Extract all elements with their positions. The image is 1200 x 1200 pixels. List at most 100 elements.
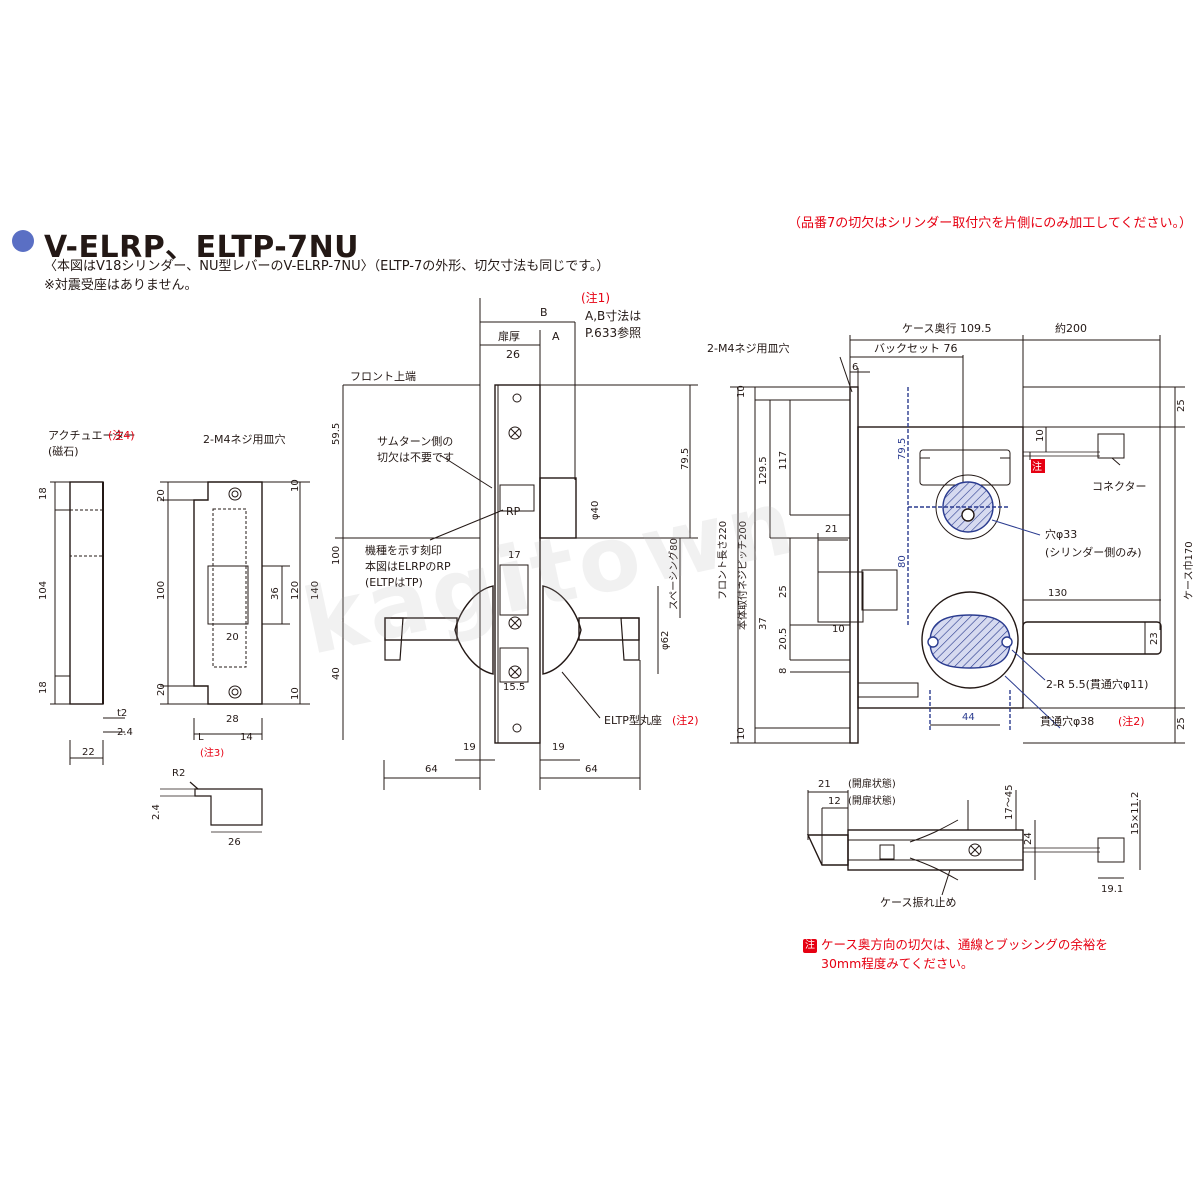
footnote-line2: 30mm程度みてください。	[821, 956, 974, 971]
front-top-label: フロント上端	[350, 370, 416, 383]
case-front-length: フロント長さ220	[717, 521, 729, 600]
top-right-note: （品番7の切欠はシリンダー取付穴を片側にのみ加工してください。）	[788, 216, 1192, 231]
case-dim-25-right-b: 25	[1176, 717, 1187, 730]
case-bottom-view	[806, 790, 1141, 896]
front-dim-140: 140	[310, 581, 321, 600]
case-backset: バックセット 76	[874, 342, 958, 355]
case-dim-20-5: 20.5	[778, 628, 789, 650]
eltp-note: (注2)	[672, 713, 699, 727]
case-dim-10b: 10	[736, 727, 747, 740]
footnote: 注ケース奥方向の切欠は、通線とブッシングの余裕を 30mm程度みてください。	[803, 935, 1108, 973]
case-dim-129-5: 129.5	[758, 456, 769, 485]
model-note-line1: 機種を示す刻印	[365, 543, 442, 557]
strike-dim-104: 104	[38, 581, 49, 600]
stamp-rp: RP	[506, 505, 521, 518]
lip-r2: R2	[172, 768, 185, 779]
case-dim-10a: 10	[736, 385, 747, 398]
case-dim-6: 6	[852, 362, 858, 373]
r55-label: 2-R 5.5(貫通穴φ11)	[1046, 677, 1148, 691]
case-dim-23: 23	[1149, 632, 1160, 645]
connector-label: コネクター	[1092, 480, 1147, 493]
lip-dim-26: 26	[228, 837, 241, 848]
side-dim-range: 17〜45	[1004, 785, 1015, 820]
note1-line2: A,B寸法は	[585, 309, 641, 323]
case-depth: ケース奥行 109.5	[902, 321, 991, 335]
front-dim-phi62: φ62	[660, 631, 671, 650]
front-dim-64b: 64	[585, 764, 598, 775]
case-dim-25: 25	[778, 585, 789, 598]
thumb-note-line2: 切欠は不要です	[377, 450, 454, 464]
plate-dim-14: 14	[240, 732, 253, 743]
hole38-label: 貫通穴φ38	[1040, 714, 1094, 728]
strike-dim-18b: 18	[38, 681, 49, 694]
plate-dim-100: 100	[156, 581, 167, 600]
header: V-ELRP、ELTP-7NU 〈本図はV18シリンダー、NU型レバーのV-EL…	[0, 0, 1200, 300]
hole33-note: (シリンダー側のみ)	[1045, 545, 1142, 559]
plate-m4-label: 2-M4ネジ用皿穴	[203, 432, 285, 446]
plate-dim-120: 120	[290, 581, 301, 600]
side-dim-21: 21	[818, 779, 831, 790]
case-dim-79-5: 79.5	[897, 438, 908, 460]
dim-26: 26	[506, 348, 520, 361]
side-dim-15x11-2: 15×11.2	[1130, 792, 1141, 835]
front-dim-40: 40	[331, 667, 342, 680]
model-note-line3: (ELTPはTP)	[365, 576, 423, 589]
case-dim-117: 117	[778, 451, 789, 470]
plate-dim-10a: 10	[290, 479, 301, 492]
cylinder-hole	[907, 387, 1041, 625]
front-dim-15-5: 15.5	[503, 682, 525, 693]
note-no-seismic: ※対震受座はありません。	[44, 278, 198, 293]
footnote-mark: 注	[803, 938, 817, 953]
footnote-line1: ケース奥方向の切欠は、通線とブッシングの余裕を	[821, 937, 1108, 952]
lock-front-view	[335, 298, 698, 790]
front-dim-19a: 19	[463, 742, 476, 753]
strike-dim-18a: 18	[38, 487, 49, 500]
front-dim-17: 17	[508, 550, 521, 561]
hole33-label: 穴φ33	[1045, 527, 1077, 541]
strike-dim-2-4: 2.4	[117, 727, 133, 738]
strike-dim-t2: t2	[117, 708, 127, 719]
page-title: V-ELRP、ELTP-7NU	[44, 230, 360, 265]
case-dim-130: 130	[1048, 588, 1067, 599]
case-width: ケース巾170	[1182, 541, 1195, 600]
model-note-line2: 本図はELRPのRP	[365, 559, 451, 573]
eltp-label: ELTP型丸座	[604, 713, 662, 727]
case-m4-label: 2-M4ネジ用皿穴	[707, 341, 789, 355]
case-dim-10c: 10	[832, 624, 845, 635]
thumb-note-line1: サムターン側の	[377, 435, 453, 448]
note1-line3: P.633参照	[585, 325, 641, 340]
front-dim-59-5: 59.5	[331, 423, 342, 445]
plate-dim-20c: 20	[226, 632, 239, 643]
strike-plate-view	[160, 481, 310, 740]
strike-side-view	[50, 481, 125, 765]
case-screw-pitch: 本体取付ネジピッチ200	[736, 521, 749, 630]
side-stopper-label: ケース振れ止め	[880, 895, 956, 909]
front-dim-phi40: φ40	[590, 501, 601, 520]
front-dim-64a: 64	[425, 764, 438, 775]
chu-mark-bg	[1031, 459, 1045, 473]
plate-dim-10b: 10	[290, 687, 301, 700]
magnet-label: (磁石)	[48, 445, 79, 458]
strike-dim-22: 22	[82, 747, 95, 758]
actuator-note: (注4)	[108, 428, 135, 442]
case-dim-21: 21	[825, 524, 838, 535]
plate-dim-20a: 20	[156, 489, 167, 502]
side-open-label-2: (開扉状態)	[848, 794, 896, 807]
door-thickness-label: 扉厚	[498, 330, 520, 343]
chu-mark: 注	[1032, 460, 1042, 473]
plate-dim-28: 28	[226, 714, 239, 725]
front-dim-19b: 19	[552, 742, 565, 753]
case-dim-25-right-a: 25	[1176, 399, 1187, 412]
front-dim-spacing80: スペーシング80	[667, 538, 680, 610]
title-bullet-icon	[12, 230, 34, 252]
side-dim-24: 24	[1023, 832, 1034, 845]
plate-note3: (注3)	[200, 746, 224, 759]
lock-case-view	[730, 335, 1185, 744]
dim-a: A	[552, 330, 560, 343]
side-open-label-1: (開扉状態)	[848, 777, 896, 790]
plate-dim-20b: 20	[156, 683, 167, 696]
side-dim-12: 12	[828, 796, 841, 807]
subtitle: 〈本図はV18シリンダー、NU型レバーのV-ELRP-7NU〉（ELTP-7の外…	[44, 259, 610, 274]
front-dim-100: 100	[331, 546, 342, 565]
